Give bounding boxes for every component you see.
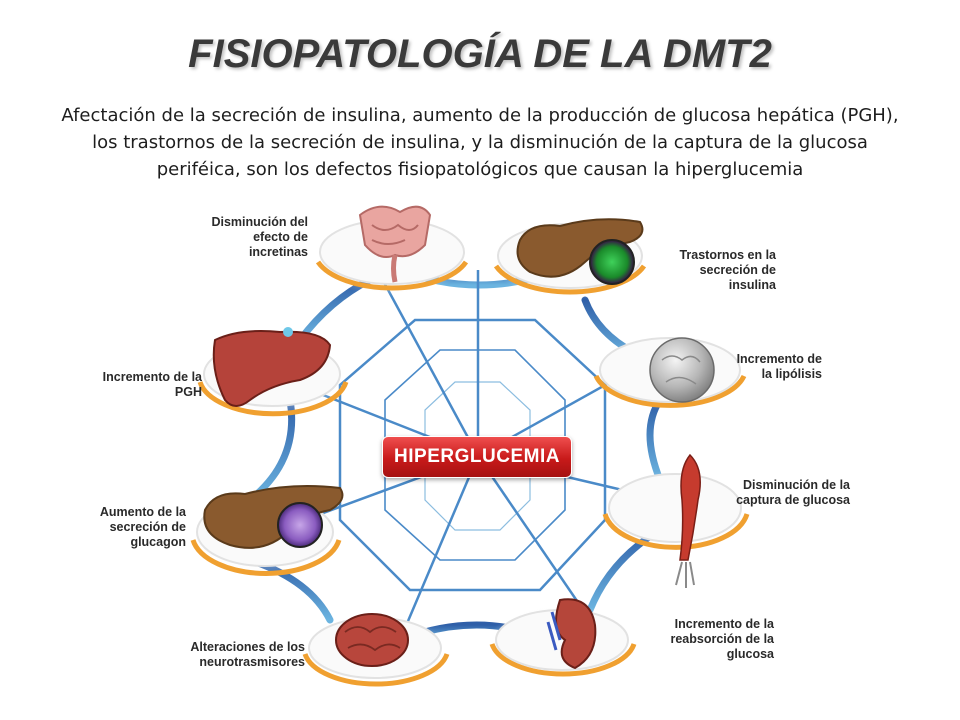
node-glucagon <box>190 485 344 576</box>
label-glucagon: Aumento de la secreción de glucagon <box>99 505 186 549</box>
kidney-icon <box>546 598 597 670</box>
node-reabsorcion <box>489 598 637 677</box>
node-neurotrasmisores <box>302 613 450 687</box>
node-pgh <box>197 327 349 417</box>
liver-icon <box>212 327 332 407</box>
label-neurotrasmisores: Alteraciones de los neurotrasmisores <box>190 640 305 669</box>
label-secrecion-insulina: Trastornos en la secreción de insulina <box>679 248 776 292</box>
page-subtitle: Afectación de la secreción de insulina, … <box>61 105 899 180</box>
pancreas-alpha-cell-icon <box>203 485 344 549</box>
node-lipolisis <box>593 334 747 410</box>
muscle-arm-icon <box>675 453 701 588</box>
label-captura-glucosa: Disminución de la captura de glucosa <box>736 478 850 507</box>
node-captura-glucosa <box>602 453 750 588</box>
label-reabsorcion: Incremento de la reabsorción de la gluco… <box>670 617 774 661</box>
label-incretinas: Disminución del efecto de incretinas <box>211 215 308 259</box>
pancreas-beta-cell-icon <box>516 218 644 285</box>
page-title: FISIOPATOLOGÍA DE LA DMT2 <box>188 32 772 76</box>
node-secrecion-insulina <box>492 218 648 300</box>
label-lipolisis: Incremento de la lipólisis <box>736 352 822 381</box>
node-incretinas <box>314 205 470 296</box>
hiperglucemia-badge: HIPERGLUCEMIA <box>382 436 572 478</box>
label-pgh: Incremento de la PGH <box>102 370 202 399</box>
intestine-icon <box>358 205 432 283</box>
adipocyte-icon <box>649 337 715 403</box>
brain-icon <box>335 613 409 667</box>
